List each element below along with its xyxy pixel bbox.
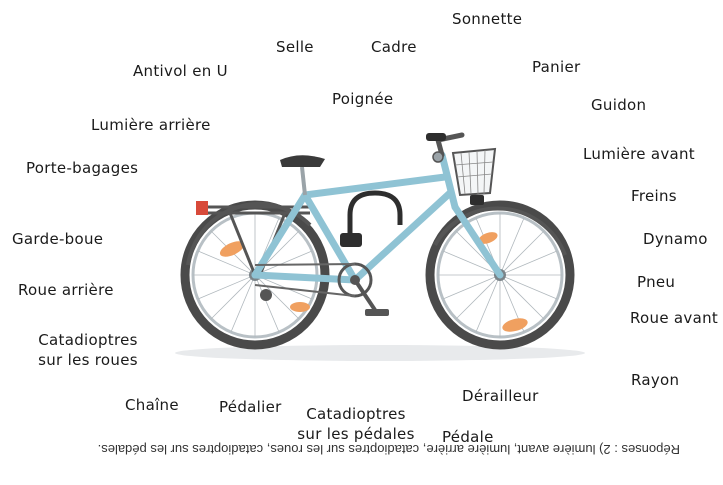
label-catadioptres-pedales: Catadioptres sur les pédales <box>295 404 417 444</box>
label-chaine: Chaîne <box>125 395 179 415</box>
bicycle-illustration <box>170 115 590 365</box>
front-light <box>470 195 484 205</box>
label-lumiere-avant: Lumière avant <box>583 144 695 164</box>
derailleur <box>260 289 272 301</box>
label-pneu: Pneu <box>637 272 675 292</box>
label-derailleur: Dérailleur <box>462 386 539 406</box>
label-rayon: Rayon <box>631 370 679 390</box>
label-catadioptres-roues: Catadioptres sur les roues <box>33 330 143 370</box>
label-sonnette: Sonnette <box>452 9 522 29</box>
label-roue-arriere: Roue arrière <box>18 280 114 300</box>
label-freins: Freins <box>631 186 677 206</box>
label-catadioptres-pedales-line1: Catadioptres <box>295 404 417 424</box>
label-cadre: Cadre <box>371 37 417 57</box>
label-selle: Selle <box>276 37 314 57</box>
rear-light <box>196 201 208 215</box>
handle-grip <box>426 133 446 141</box>
seat-post <box>302 167 305 195</box>
basket <box>453 149 495 195</box>
pedal-reflector <box>290 302 310 312</box>
label-poignee: Poignée <box>332 89 393 109</box>
answer-text: Réponses : 2) lumière avant, lumière arr… <box>40 441 680 458</box>
label-dynamo: Dynamo <box>643 229 708 249</box>
label-catadioptres-roues-line2: sur les roues <box>33 350 143 370</box>
label-pedalier: Pédalier <box>219 397 282 417</box>
bell <box>433 152 443 162</box>
label-roue-avant: Roue avant <box>630 308 718 328</box>
saddle <box>280 155 325 167</box>
label-guidon: Guidon <box>591 95 646 115</box>
pedal <box>365 309 389 316</box>
label-panier: Panier <box>532 57 580 77</box>
ground-shadow <box>175 345 585 361</box>
label-garde-boue: Garde-boue <box>12 229 103 249</box>
label-catadioptres-roues-line1: Catadioptres <box>33 330 143 350</box>
u-lock <box>350 193 400 240</box>
label-porte-bagages: Porte-bagages <box>26 158 138 178</box>
u-lock-body <box>340 233 362 247</box>
label-antivol: Antivol en U <box>133 61 228 81</box>
